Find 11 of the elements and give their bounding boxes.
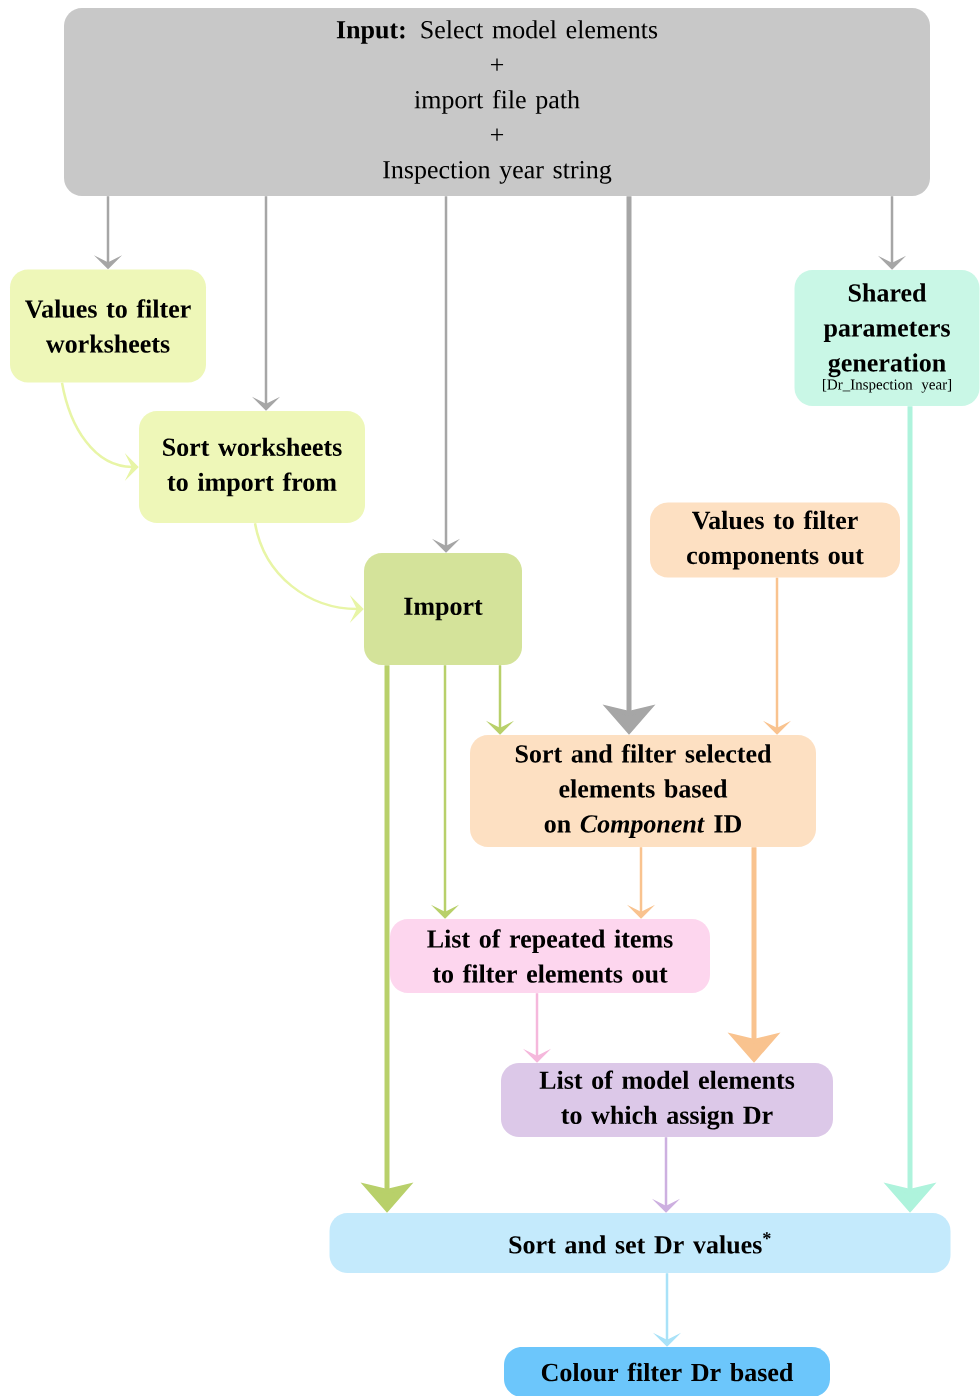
input-box: Input: Select model elements + import file path + Inspection year string xyxy=(64,8,930,196)
process-box: Sort worksheets to import from xyxy=(139,411,365,523)
process-box: Values to filter worksheets xyxy=(10,269,206,383)
process-box: Colour filter Dr based xyxy=(504,1347,830,1396)
process-box: List of repeated items to filter elements out xyxy=(390,919,710,993)
process-box: Shared parameters generation [Dr_Inspection year] xyxy=(794,270,980,406)
process-box: List of model elements to which assign Dr xyxy=(501,1063,833,1137)
process-box: Import xyxy=(364,553,522,665)
process-box: Sort and set Dr values$^{*}$ xyxy=(329,1213,951,1273)
process-box: Values to filter components out xyxy=(650,502,900,578)
process-box: Sort and filter selected elements based on Component ID xyxy=(470,735,816,847)
